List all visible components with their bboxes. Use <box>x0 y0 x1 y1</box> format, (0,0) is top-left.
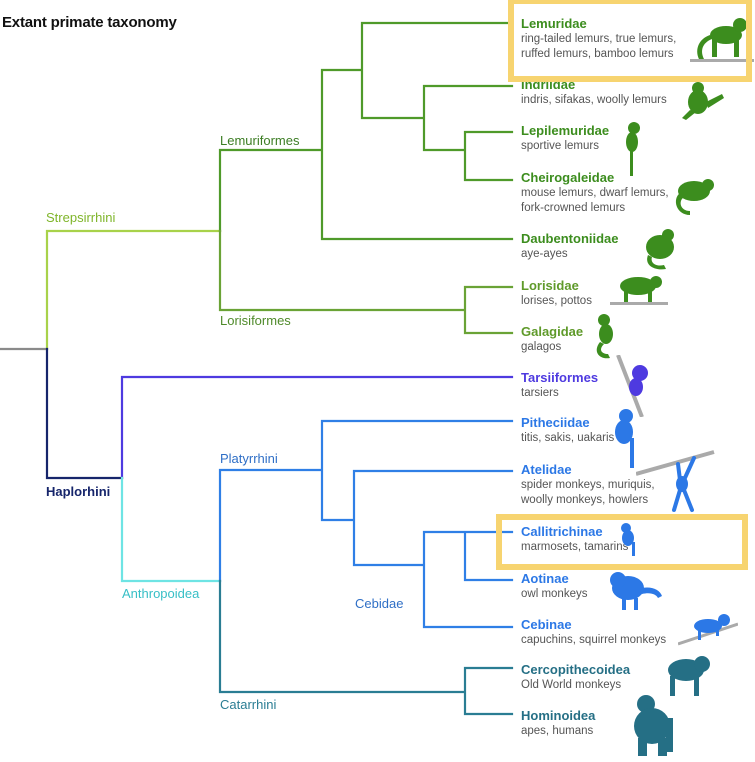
clade-haplorhini: Haplorhini <box>46 484 111 499</box>
family-common-names: galagos <box>521 341 562 353</box>
baboon-icon <box>668 656 710 696</box>
spider-monkey-icon <box>636 450 715 512</box>
branch-lorisiformes <box>218 229 514 335</box>
leaf-lorisidae: Lorisidae lorises, pottos <box>521 278 592 309</box>
family-name: Tarsiiformes <box>521 370 599 385</box>
clade-lorisiformes: Lorisiformes <box>220 313 291 328</box>
leaf-cercopithecoidea: Cercopithecoidea Old World monkeys <box>521 662 630 693</box>
tarsier-icon <box>616 355 648 417</box>
family-common-names: apes, humans <box>521 725 594 737</box>
galago-icon <box>596 314 613 359</box>
highlight-box-lemuridae <box>508 0 752 82</box>
lemur-icon <box>690 18 754 62</box>
family-name: Galagidae <box>521 324 584 339</box>
sportive-lemur-icon <box>626 122 640 176</box>
leaf-lepilemuridae: Lepilemuridae sportive lemurs <box>521 123 609 154</box>
clade-strepsirrhini: Strepsirrhini <box>46 210 116 225</box>
family-common-names-2: woolly monkeys, howlers <box>521 494 649 506</box>
family-common-names: capuchins, squirrel monkeys <box>521 634 667 646</box>
leaf-aotinae: Aotinae owl monkeys <box>521 571 587 602</box>
figure-title: Extant primate taxonomy <box>2 14 177 31</box>
clade-anthropoidea: Anthropoidea <box>122 586 200 601</box>
family-name: Hominoidea <box>521 708 596 723</box>
branch-haplorhini <box>45 347 124 480</box>
highlight-box-callitrichinae <box>496 514 748 570</box>
branch-tarsiiformes <box>120 375 514 480</box>
leaf-callitrichinae: Callitrichinae marmosets, tamarins <box>521 524 628 555</box>
marmoset-icon <box>621 523 635 556</box>
gorilla-icon <box>634 695 673 756</box>
leaf-lemuridae: Lemuridae ring-tailed lemurs, true lemur… <box>521 16 676 62</box>
mouse-lemur-icon <box>675 179 714 215</box>
family-common-names: indris, sifakas, woolly lemurs <box>521 94 667 106</box>
leaf-hominoidea: Hominoidea apes, humans <box>521 708 595 739</box>
family-name: Lorisidae <box>521 278 579 293</box>
family-name: Pitheciidae <box>521 415 590 430</box>
family-name: Lemuridae <box>521 16 587 31</box>
family-common-names: ring-tailed lemurs, true lemurs, <box>521 33 677 45</box>
family-common-names: titis, sakis, uakaris <box>521 432 615 444</box>
family-common-names: marmosets, tamarins <box>521 541 629 553</box>
branch-catarrhini <box>218 579 514 716</box>
family-common-names-2: ruffed lemurs, bamboo lemurs <box>521 48 674 60</box>
indri-icon <box>682 82 724 120</box>
leaf-cheirogaleidae: Cheirogaleidae mouse lemurs, dwarf lemur… <box>521 170 669 216</box>
capuchin-icon <box>678 614 738 646</box>
aye-aye-icon <box>646 229 674 270</box>
family-common-names: Old World monkeys <box>521 679 622 691</box>
clade-platyrrhini: Platyrrhini <box>220 451 278 466</box>
clade-cebidae: Cebidae <box>355 596 404 611</box>
leaf-daubentoniidae: Daubentoniidae aye-ayes <box>521 231 619 262</box>
branch-lemuriformes <box>218 21 514 241</box>
leaf-tarsiiformes: Tarsiiformes tarsiers <box>521 370 598 401</box>
family-common-names: sportive lemurs <box>521 140 599 152</box>
family-name: Callitrichinae <box>521 524 603 539</box>
leaf-galagidae: Galagidae galagos <box>521 324 583 355</box>
clade-lemuriformes: Lemuriformes <box>220 133 300 148</box>
clade-catarrhini: Catarrhini <box>220 697 277 712</box>
family-common-names: aye-ayes <box>521 248 568 260</box>
loris-icon <box>610 276 668 305</box>
family-name: Cercopithecoidea <box>521 662 631 677</box>
titi-icon <box>615 409 634 468</box>
family-common-names: owl monkeys <box>521 588 588 600</box>
family-name: Cheirogaleidae <box>521 170 615 185</box>
branch-strepsirrhini <box>45 229 222 351</box>
family-name: Lepilemuridae <box>521 123 610 138</box>
leaf-atelidae: Atelidae spider monkeys, muriquis, wooll… <box>521 462 655 508</box>
family-common-names-2: fork-crowned lemurs <box>521 202 626 214</box>
family-name: Cebinae <box>521 617 572 632</box>
branch-anthropoidea <box>120 476 222 583</box>
family-name: Atelidae <box>521 462 572 477</box>
leaf-pitheciidae: Pitheciidae titis, sakis, uakaris <box>521 415 614 446</box>
family-common-names: lorises, pottos <box>521 295 592 307</box>
family-common-names: spider monkeys, muriquis, <box>521 479 655 491</box>
leaf-cebinae: Cebinae capuchins, squirrel monkeys <box>521 617 666 648</box>
family-name: Aotinae <box>521 571 569 586</box>
family-common-names: tarsiers <box>521 387 559 399</box>
branch-platyrrhini <box>218 419 514 629</box>
family-common-names: mouse lemurs, dwarf lemurs, <box>521 187 669 199</box>
owl-monkey-icon <box>610 572 662 610</box>
family-name: Daubentoniidae <box>521 231 619 246</box>
